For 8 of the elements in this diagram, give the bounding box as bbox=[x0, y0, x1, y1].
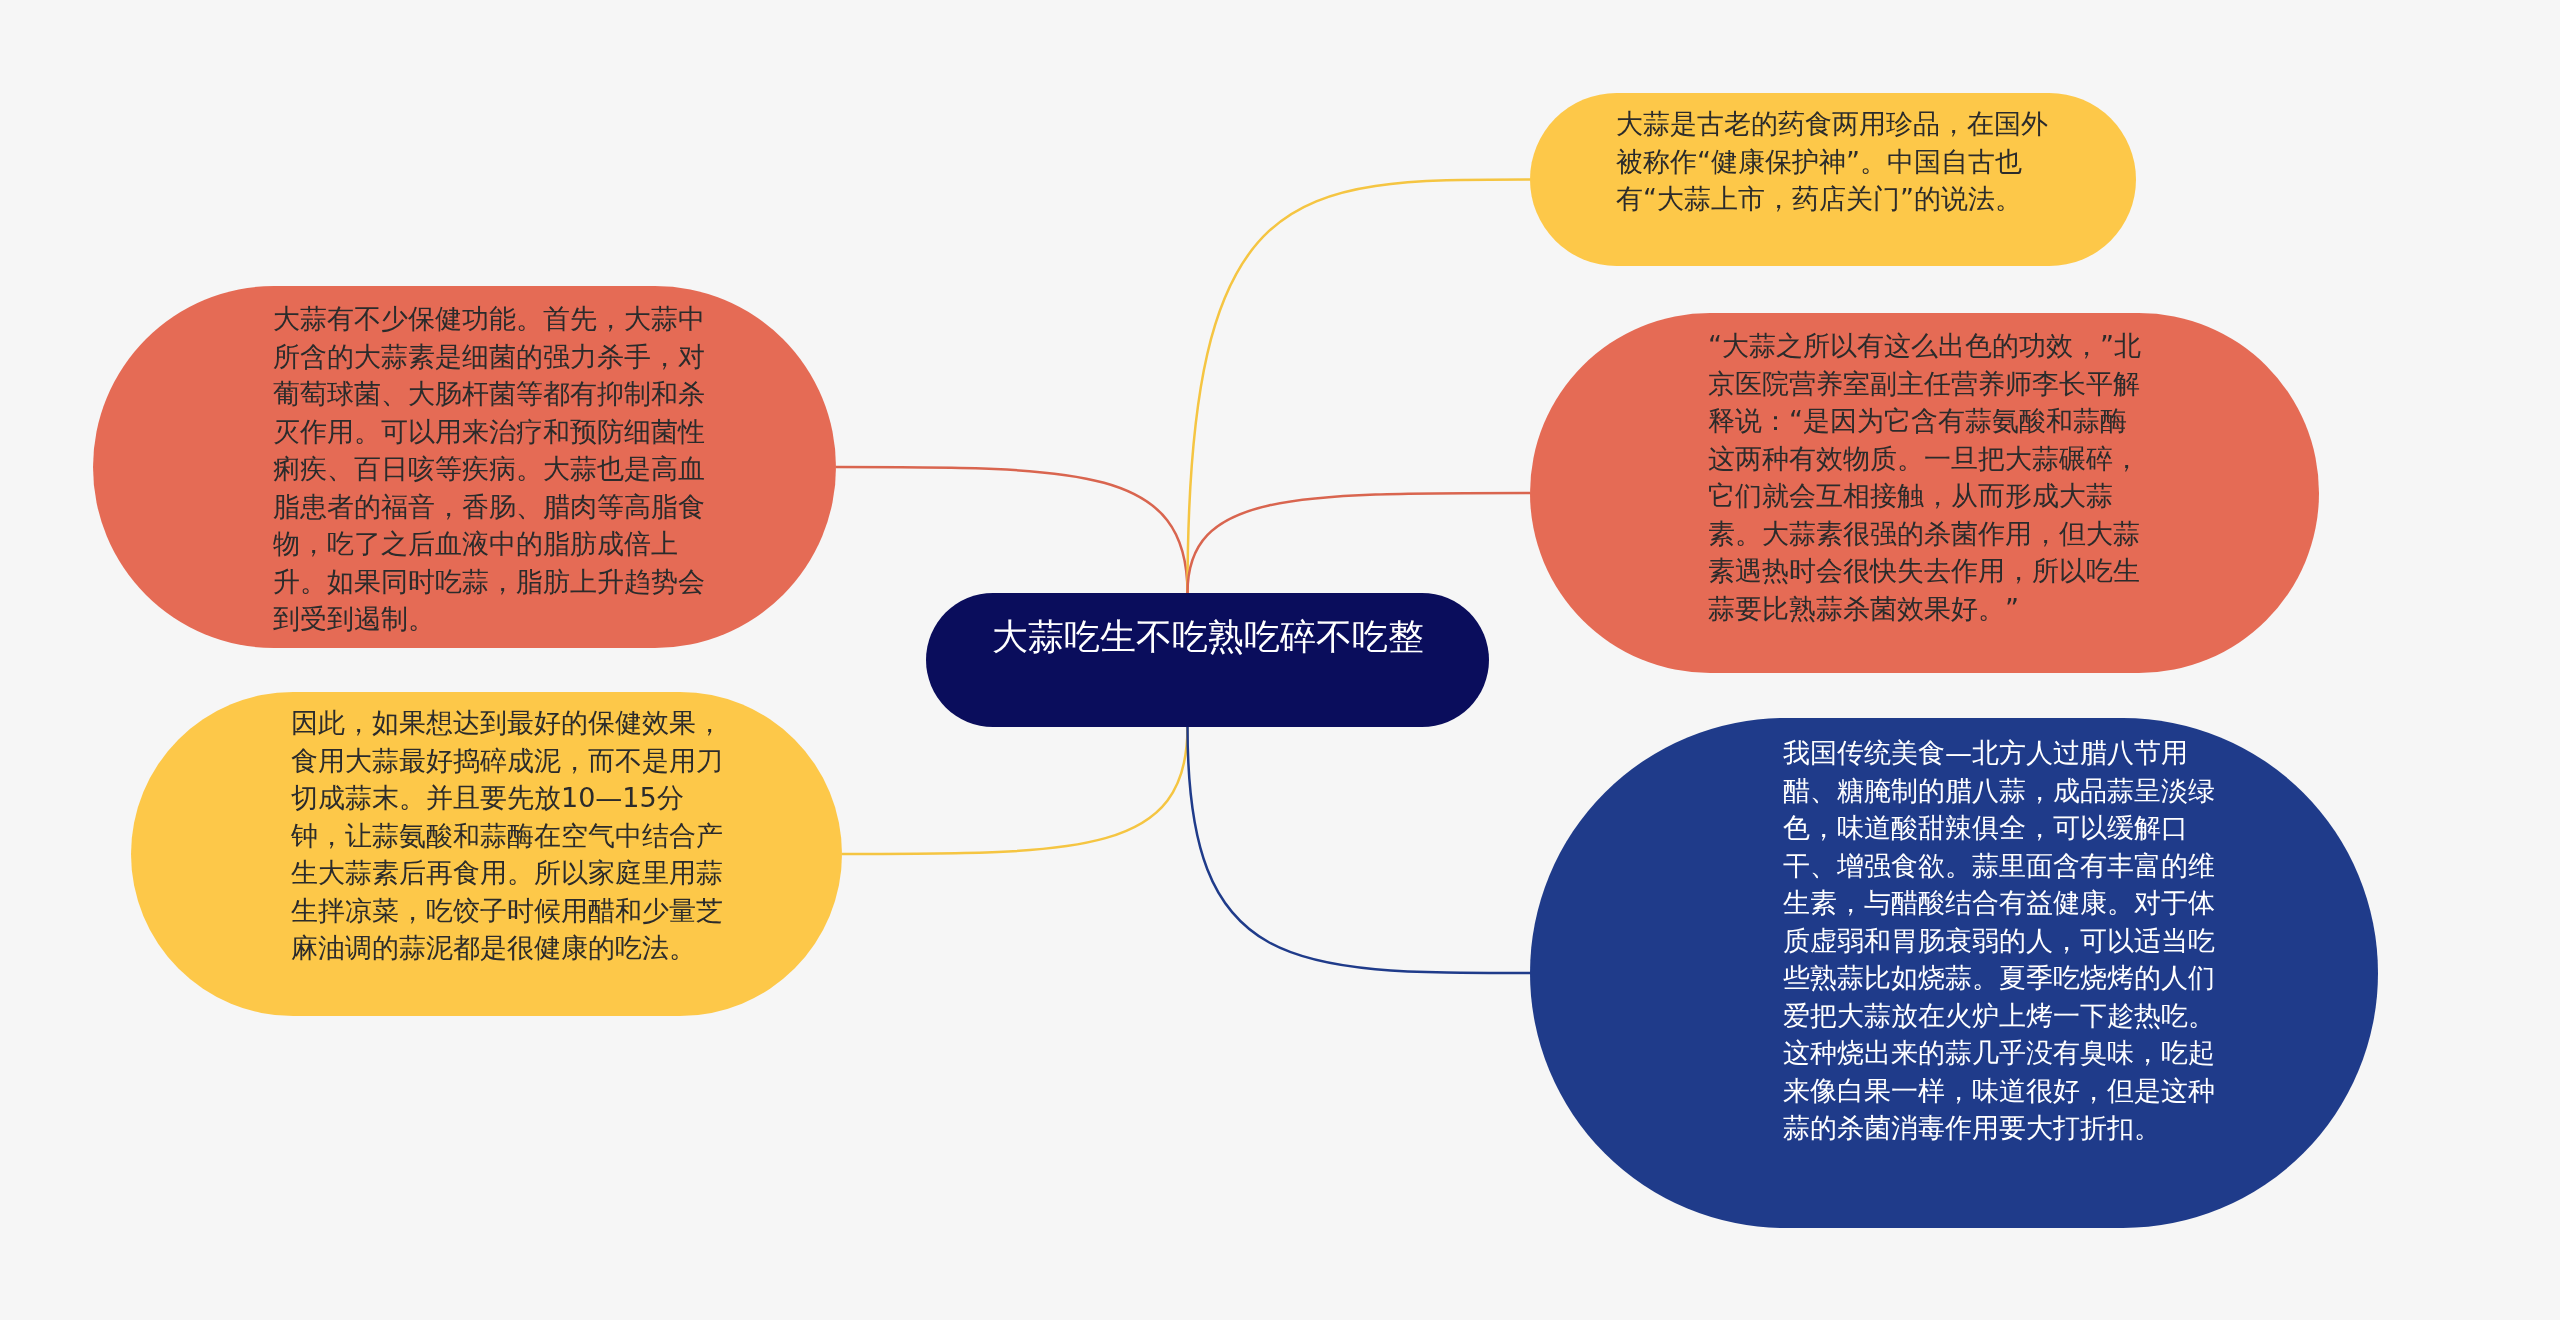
topic-title: 大蒜吃生不吃熟吃碎不吃整 bbox=[990, 615, 1425, 659]
topic-text: 因此，如果想达到最好的保健效果，食用大蒜最好捣碎成泥，而不是用刀切成蒜末。并且要先放10—15分钟，让蒜氨酸和蒜酶在空气中结合产生大蒜素后再食用。所以家庭里用蒜生拌凉菜，吃饺子时候用醋和少量芝麻油调的蒜泥都是很健康的吃法。 bbox=[291, 706, 724, 965]
topic-text: “大蒜之所以有这么出色的功效，”北京医院营养室副主任营养师李长平解释说：“是因为它含有蒜氨酸和蒜酶这两种有效物质。一旦把大蒜碾碎，它们就会互相接触，从而形成大蒜素。大蒜素很强的杀菌作用，但大蒜素遇热时会很快失去作用，所以吃生蒜要比熟蒜杀菌效果好。” bbox=[1708, 329, 2142, 626]
topic-text: 我国传统美食—北方人过腊八节用醋、糖腌制的腊八蒜，成品蒜呈淡绿色，味道酸甜辣俱全，可以缓解口干、增强食欲。蒜里面含有丰富的维生素，与醋酸结合有益健康。对于体质虚弱和胃肠衰弱的人，可以适当吃些熟蒜比如烧蒜。夏季吃烧烤的人们爱把大蒜放在火炉上烤一下趁热吃。这种烧出来的蒜几乎没有臭味，吃起来像白果一样，味道很好，但是这种蒜的杀菌消毒作用要大打折扣。 bbox=[1783, 736, 2216, 1145]
connector-line bbox=[1186, 491, 1530, 594]
topic-text: 大蒜有不少保健功能。首先，大蒜中所含的大蒜素是细菌的强力杀手，对葡萄球菌、大肠杆菌等都有抑制和杀灭作用。可以用来治疗和预防细菌性痢疾、百日咳等疾病。大蒜也是高血脂患者的福音，香肠、腊肉等高脂食物，吃了之后血液中的脂肪成倍上升。如果同时吃蒜，脂肪上升趋势会到受到遏制。 bbox=[273, 302, 706, 636]
connector-line bbox=[1186, 726, 1530, 975]
topic-text: 大蒜是古老的药食两用珍品，在国外被称作“健康保护神”。中国自古也有“大蒜上市，药店关门”的说法。 bbox=[1616, 107, 2049, 216]
